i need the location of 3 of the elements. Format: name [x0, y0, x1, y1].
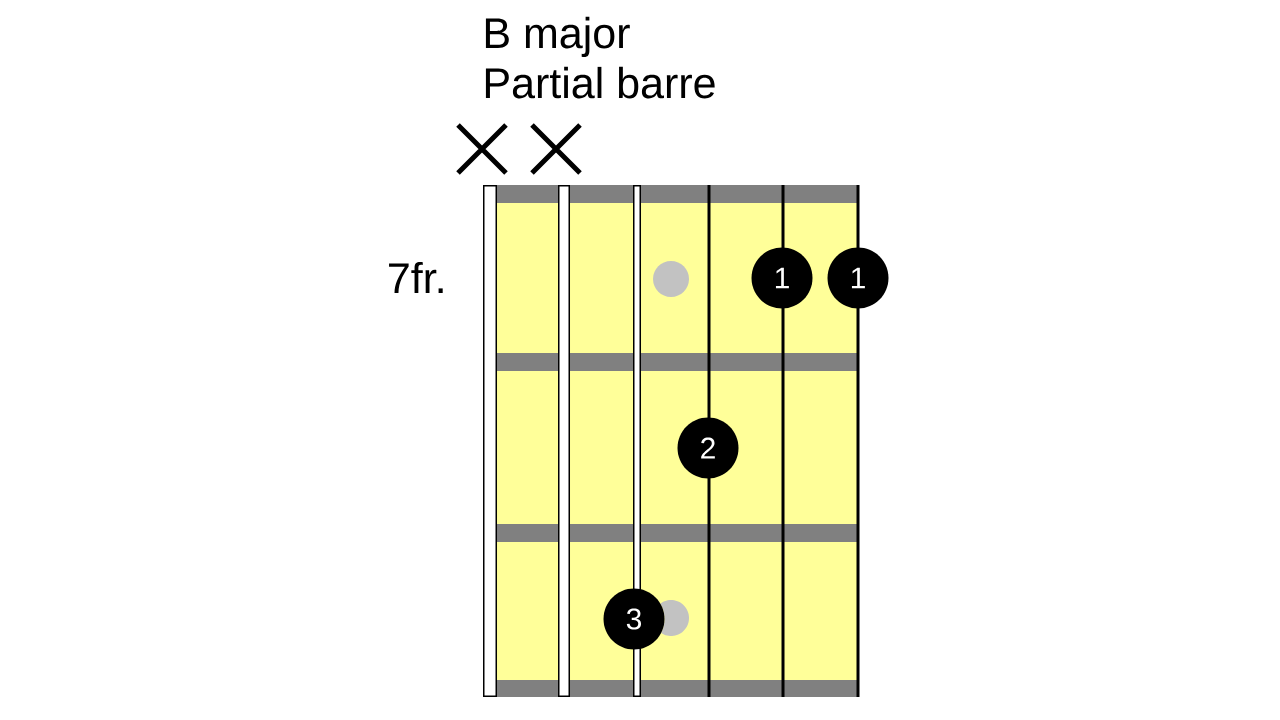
fret-number: 7fr. — [389, 261, 443, 293]
subtitle: Partial barre — [485, 66, 715, 99]
title: B major — [485, 16, 630, 57]
